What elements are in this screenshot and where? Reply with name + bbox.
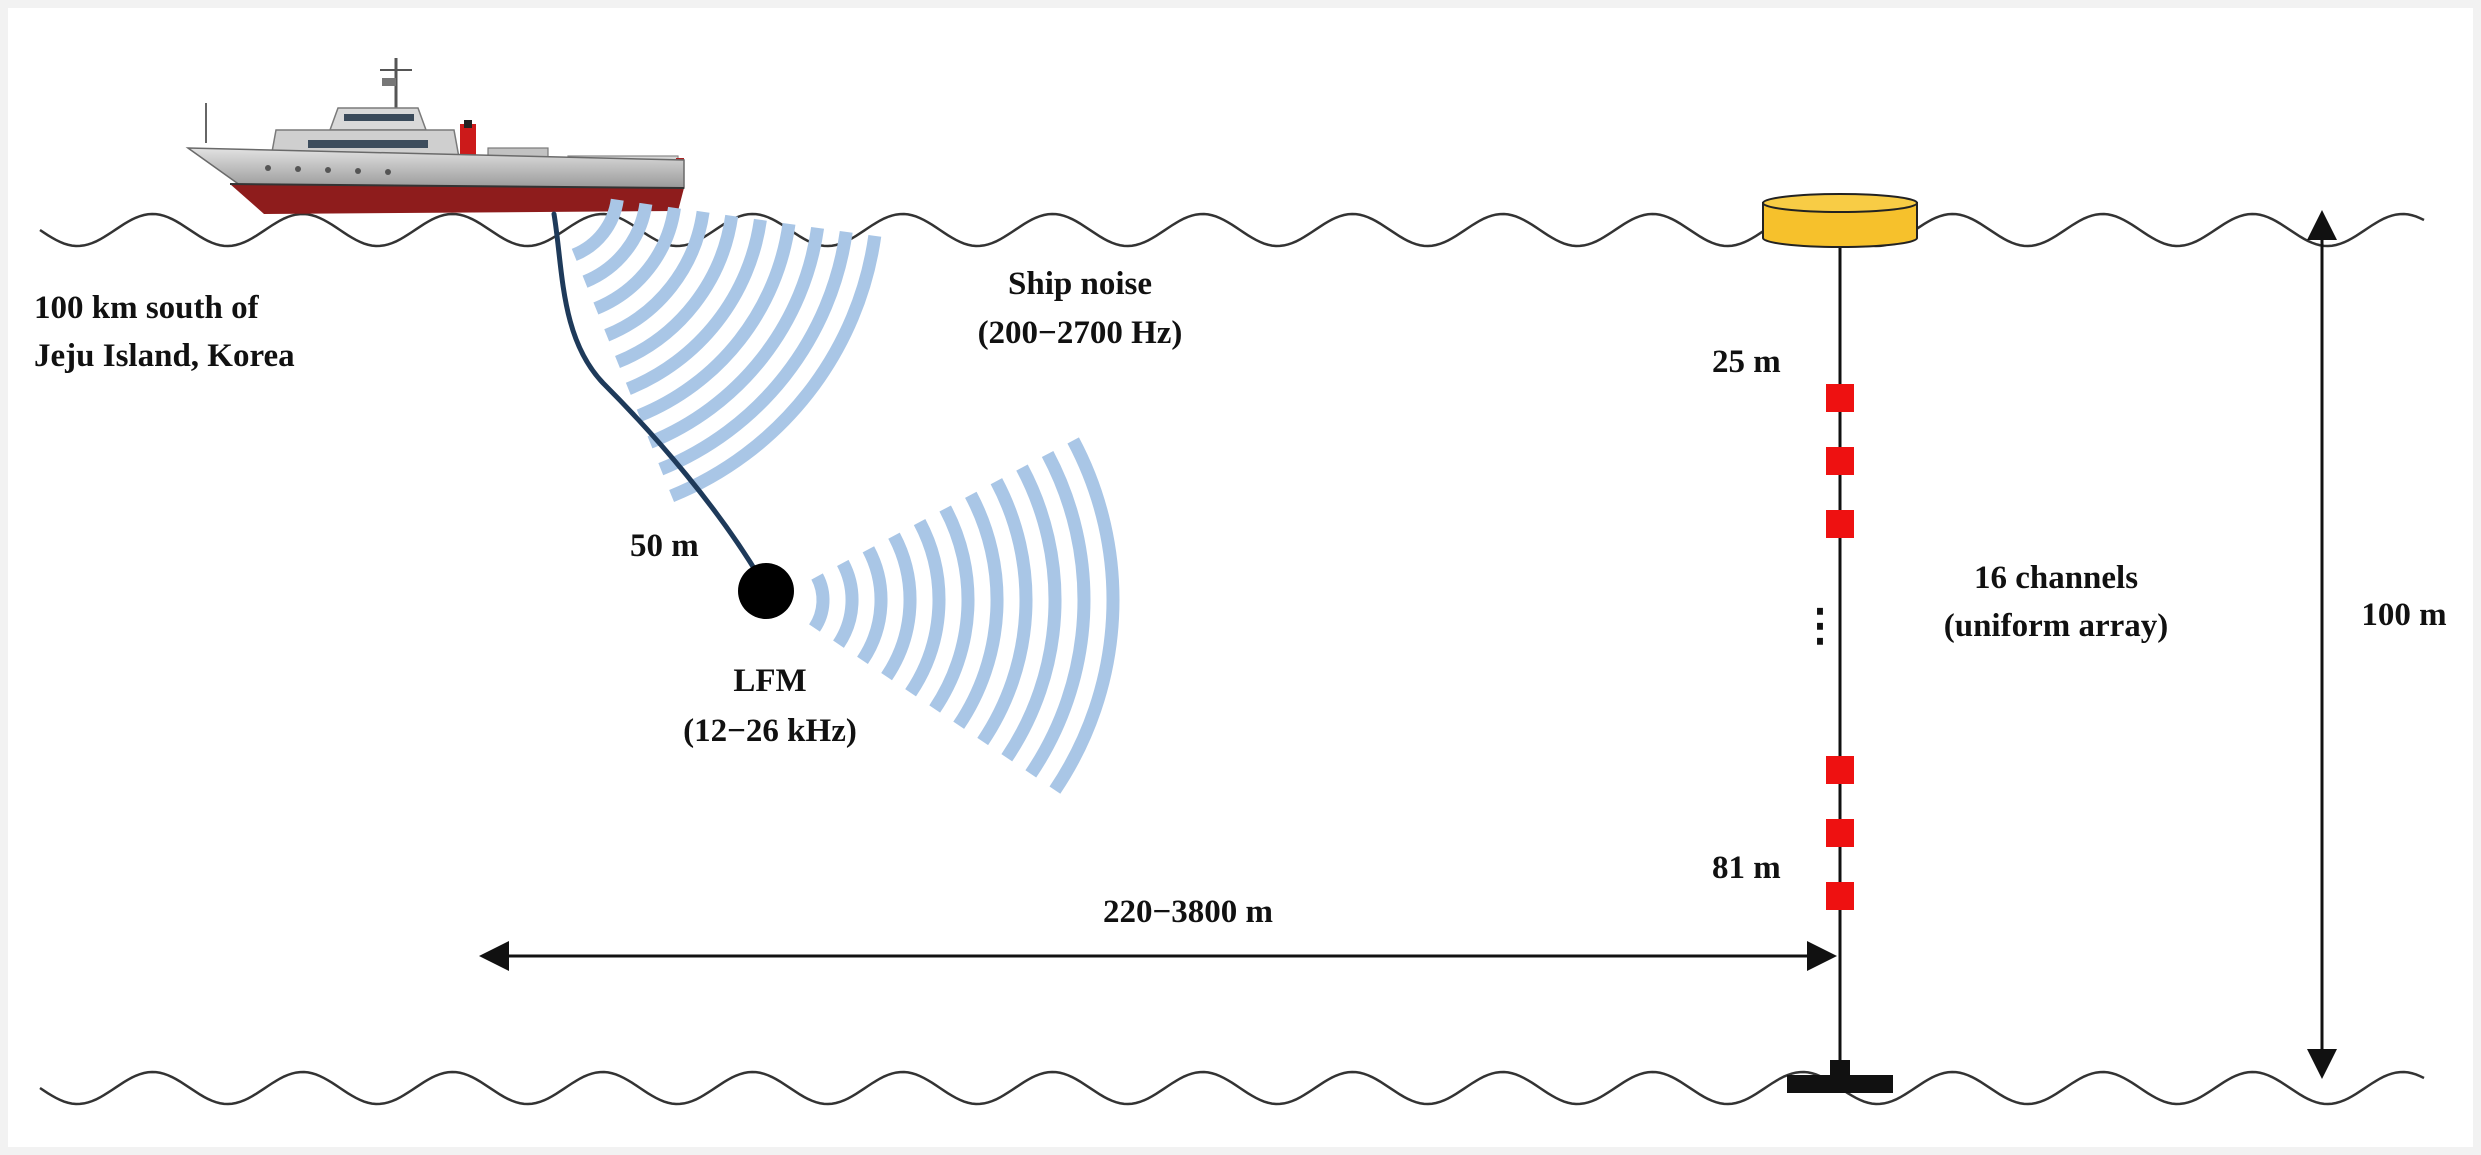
source-wave-arc (1001, 464, 1062, 762)
source-band: (12−26 kHz) (683, 713, 857, 749)
ship-noise-wave-arc (571, 198, 624, 261)
source-wave-arc (1049, 437, 1120, 794)
ship-noise-band: (200−2700 Hz) (978, 315, 1183, 351)
sound-source-icon (738, 563, 794, 619)
tow-cable (551, 211, 763, 581)
source-wave-arc (857, 546, 888, 665)
ship-noise-wave-arc (604, 210, 710, 342)
source-wave-arc (1025, 450, 1091, 778)
experiment-diagram: 100 km south of Jeju Island, Korea Ship … (34, 58, 2447, 1106)
ship-noise-wave-arc (582, 202, 653, 288)
hydrophone-icon (1826, 819, 1854, 847)
surface-buoy-icon (1762, 193, 1918, 248)
location-label-line2: Jeju Island, Korea (34, 338, 295, 374)
array-type-label: (uniform array) (1944, 608, 2169, 644)
location-label-line1: 100 km south of (34, 290, 260, 326)
hydrophone-array (1826, 384, 1854, 910)
range-label: 220−3800 m (1103, 894, 1273, 930)
ship-noise-wave-arc (615, 214, 739, 369)
ship-noise-sound-wave-icon (571, 198, 882, 503)
ship-noise-wave-arc (658, 230, 853, 476)
ship-noise-wave-arc (669, 234, 882, 503)
water-depth-label: 100 m (2361, 597, 2446, 633)
ship-noise-wave-arc (636, 222, 796, 422)
source-wave-arc (977, 478, 1033, 746)
ship-noise-title: Ship noise (1008, 266, 1152, 302)
source-wave-arc (905, 519, 946, 697)
source-depth-label: 50 m (630, 528, 699, 564)
source-title: LFM (733, 663, 806, 699)
hydrophone-icon (1826, 882, 1854, 910)
sea-floor-line (39, 1070, 2425, 1106)
ship-noise-wave-arc (625, 218, 767, 395)
anchor-weight-icon (1787, 1060, 1893, 1093)
hydrophone-icon (1826, 447, 1854, 475)
array-ellipsis: ⋮ (1798, 601, 1842, 650)
ship-noise-wave-arc (593, 206, 681, 315)
source-wave-arc (833, 559, 859, 648)
ship-noise-wave-arc (647, 226, 825, 449)
array-bottom-depth-label: 81 m (1712, 850, 1781, 886)
research-vessel-icon (185, 58, 685, 214)
hydrophone-icon (1826, 384, 1854, 412)
source-wave-arc (808, 573, 830, 632)
source-sound-wave-icon (808, 437, 1120, 794)
source-wave-arc (953, 491, 1004, 729)
diagram-frame: 100 km south of Jeju Island, Korea Ship … (8, 8, 2473, 1147)
source-wave-arc (881, 532, 917, 681)
source-wave-arc (929, 505, 975, 713)
hydrophone-icon (1826, 756, 1854, 784)
array-top-depth-label: 25 m (1712, 344, 1781, 380)
sea-surface-line (39, 212, 2425, 248)
hydrophone-icon (1826, 510, 1854, 538)
array-channels-label: 16 channels (1974, 560, 2138, 596)
